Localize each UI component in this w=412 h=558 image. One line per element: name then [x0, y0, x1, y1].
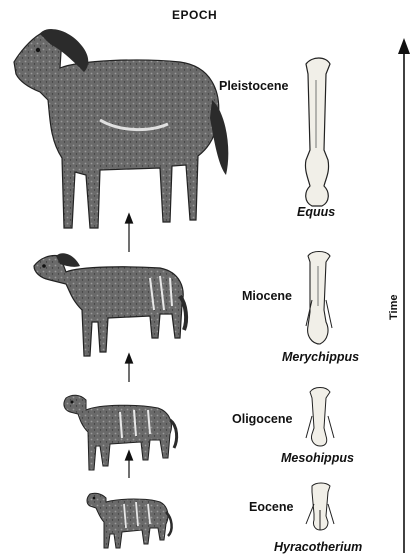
- epoch-label-oligocene: Oligocene: [232, 412, 292, 426]
- hyracotherium-foot-bone: [306, 483, 334, 530]
- arrow-eocene-to-oligocene: [126, 451, 133, 478]
- arrow-miocene-to-pleistocene: [126, 214, 133, 252]
- equus-foot-bone: [305, 58, 330, 206]
- arrow-oligocene-to-miocene: [126, 354, 133, 382]
- genus-label-merychippus: Merychippus: [282, 350, 359, 364]
- merychippus-horse-illustration: [34, 253, 186, 356]
- equus-horse-illustration: [14, 29, 228, 228]
- epoch-header: EPOCH: [172, 8, 217, 22]
- mesohippus-horse-illustration: [64, 395, 177, 470]
- time-axis-label: Time: [388, 295, 400, 320]
- epoch-label-pleistocene: Pleistocene: [219, 79, 288, 93]
- hyracotherium-horse-illustration: [87, 493, 172, 548]
- genus-label-equus: Equus: [297, 205, 335, 219]
- genus-label-mesohippus: Mesohippus: [281, 451, 354, 465]
- epoch-label-eocene: Eocene: [249, 500, 293, 514]
- epoch-label-miocene: Miocene: [242, 289, 292, 303]
- mesohippus-foot-bone: [306, 388, 334, 447]
- merychippus-foot-bone: [306, 252, 332, 345]
- genus-label-hyracotherium: Hyracotherium: [274, 540, 362, 554]
